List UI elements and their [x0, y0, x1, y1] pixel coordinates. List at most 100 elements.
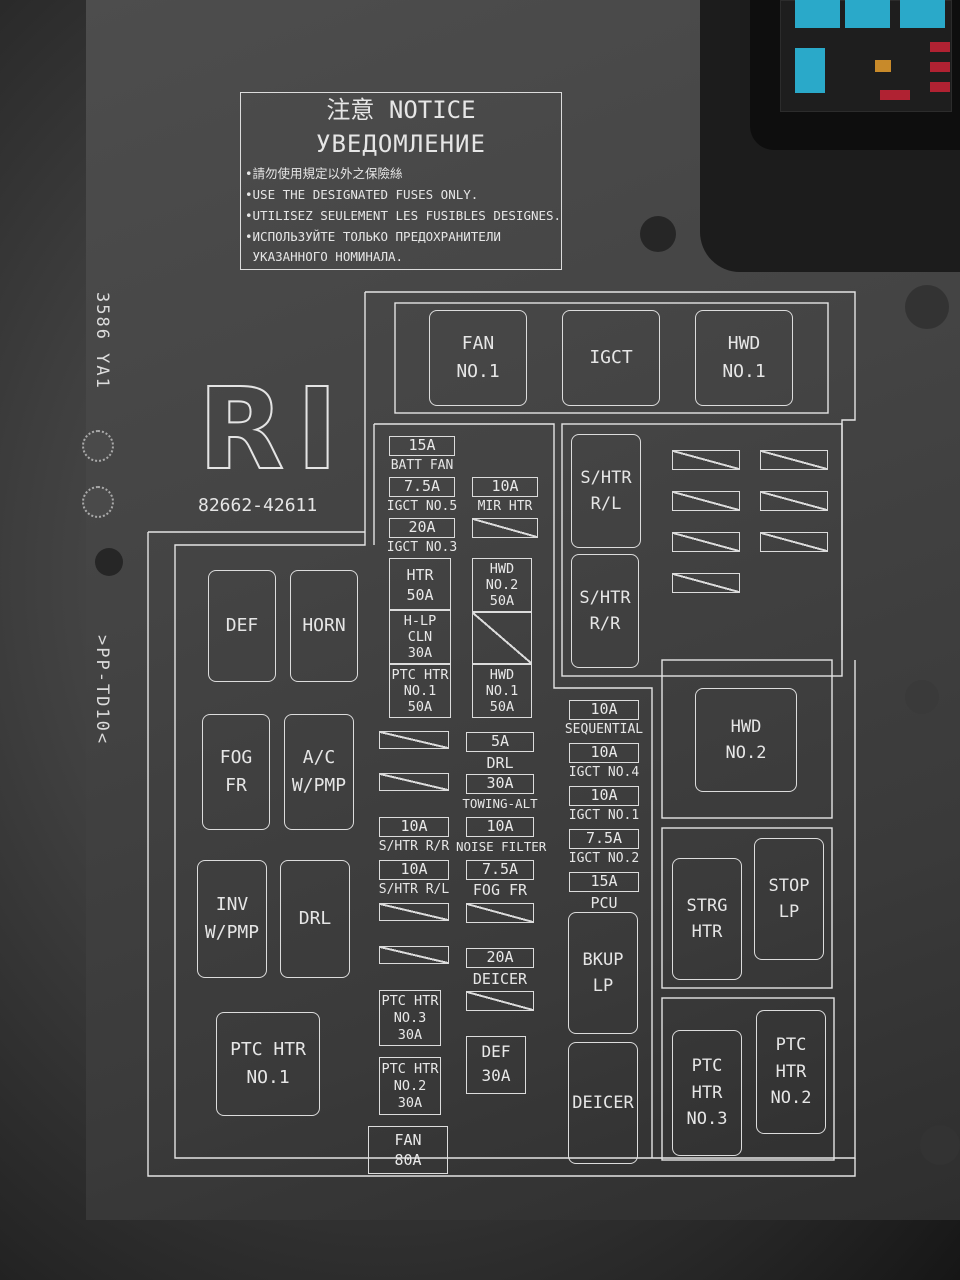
- relay-label: DRL: [298, 908, 332, 930]
- fuse-rating: 30A: [407, 645, 433, 661]
- relay-label: S/HTR: [579, 587, 631, 608]
- fuse-deicer-rating: 20A: [466, 948, 534, 968]
- fuse-rating: 30A: [397, 1095, 423, 1111]
- fuse-label: DEF: [481, 1042, 511, 1061]
- relay-ptc-htr-no2: PTC HTR NO.2: [756, 1010, 826, 1134]
- fuse-label: NO.1: [485, 683, 519, 699]
- notice-line: •UTILISEZ SEULEMENT LES FUSIBLES DESIGNE…: [245, 208, 562, 223]
- fuse-igct3-label: IGCT NO.3: [386, 540, 458, 555]
- relay-label: HORN: [302, 615, 346, 637]
- mold-pin: [905, 285, 949, 329]
- fuse-rating: 50A: [489, 699, 515, 715]
- fuse-rating: 50A: [407, 699, 433, 715]
- fuse-label: NO.2: [393, 1078, 427, 1094]
- box-code: RI: [197, 365, 350, 496]
- relay-deicer: DEICER: [568, 1042, 638, 1164]
- spare-fuse-slot: [379, 903, 449, 921]
- fuse-batt-fan-label: BATT FAN: [390, 458, 454, 473]
- part-number: 82662-42611: [198, 495, 318, 516]
- relay-label: R/R: [589, 614, 621, 634]
- fuse-igct3-rating: 20A: [389, 518, 455, 538]
- fuse-label: H-LP: [403, 613, 437, 629]
- exposed-fuse-block: [750, 0, 960, 150]
- red-fuse: [930, 62, 950, 72]
- spare-fuse-slot: [672, 573, 740, 593]
- notice-box: 注意 NOTICE УВЕДОМЛЕНИЕ •請勿使用規定以外之保險絲 •USE…: [240, 92, 562, 270]
- fuse-pcu-label: PCU: [590, 894, 618, 912]
- relay-label: HWD: [727, 333, 761, 355]
- fuse-label: HWD: [489, 561, 515, 577]
- relay-label: IGCT: [589, 347, 633, 369]
- mold-pin: [640, 216, 676, 252]
- relay-label: NO.1: [246, 1067, 290, 1088]
- relay-label: HTR: [775, 1061, 807, 1082]
- relay-label: DEF: [225, 615, 259, 637]
- relay-label: FR: [225, 775, 247, 796]
- relay-label: INV: [215, 894, 249, 916]
- relay-label: NO.1: [722, 361, 766, 382]
- fuse-towing-rating: 30A: [466, 774, 534, 794]
- mold-pin: [95, 548, 123, 576]
- fuse-rating: 50A: [489, 593, 515, 609]
- relay-shtr-rr: S/HTR R/R: [571, 554, 639, 668]
- notice-line: •ИСПОЛЬЗУЙТЕ ТОЛЬКО ПРЕДОХРАНИТЕЛИ: [245, 229, 501, 244]
- blue-fuse: [795, 0, 840, 28]
- fuse-igct5-rating: 7.5A: [389, 477, 455, 497]
- relay-def: DEF: [208, 570, 276, 682]
- fuse-fog-rating: 7.5A: [466, 860, 534, 880]
- relay-label: NO.2: [770, 1088, 812, 1109]
- fuse-label: PTC HTR: [391, 667, 449, 683]
- relay-drl: DRL: [280, 860, 350, 978]
- fuse-igct2-label: IGCT NO.2: [568, 851, 640, 866]
- fuse-batt-fan-rating: 15A: [389, 436, 455, 456]
- spare-fuse-slot: [379, 773, 449, 791]
- fuse-rating: 30A: [481, 1066, 511, 1085]
- relay-label: HTR: [691, 1082, 723, 1103]
- spare-fuse-slot: [760, 450, 828, 470]
- relay-igct: IGCT: [562, 310, 660, 406]
- relay-label: W/PMP: [204, 922, 260, 943]
- relay-label: FAN: [461, 333, 495, 355]
- fuse-mir-htr-label: MIR HTR: [477, 499, 533, 514]
- fuse-igct1-label: IGCT NO.1: [568, 808, 640, 823]
- fuse-towing-label: TOWING-ALT: [462, 796, 538, 811]
- relay-inv-wpmp: INV W/PMP: [197, 860, 267, 978]
- fuse-igct5-label: IGCT NO.5: [386, 499, 458, 514]
- fuse-label: PTC HTR: [381, 1061, 439, 1077]
- fuse-igct4-label: IGCT NO.4: [568, 765, 640, 780]
- fuse-mir-htr-rating: 10A: [472, 477, 538, 497]
- notice-line: УКАЗАННОГО НОМИНАЛА.: [245, 249, 404, 264]
- relay-label: S/HTR: [580, 467, 632, 488]
- notice-line: •請勿使用規定以外之保險絲: [245, 166, 403, 181]
- relay-horn: HORN: [290, 570, 358, 682]
- fuse-rating: 50A: [406, 586, 434, 604]
- fuse-igct2-rating: 7.5A: [569, 829, 639, 849]
- fuse-sequential-rating: 10A: [569, 700, 639, 720]
- notice-title-ru: УВЕДОМЛЕНИЕ: [316, 130, 486, 158]
- spare-fuse-slot: [466, 991, 534, 1011]
- fuse-shtr-rr-label: S/HTR R/R: [378, 839, 450, 854]
- relay-label: A/C: [302, 747, 336, 769]
- spare-fuse-slot: [466, 903, 534, 923]
- fuse-label: CLN: [407, 629, 433, 645]
- fuse-igct1-rating: 10A: [569, 786, 639, 806]
- relay-label: PTC: [691, 1056, 723, 1077]
- relay-label: STRG: [686, 895, 728, 916]
- relay-label: PTC: [775, 1035, 807, 1056]
- relay-hwd-no1: HWD NO.1: [695, 310, 793, 406]
- fuse-shtr-rl-rating: 10A: [379, 860, 449, 880]
- date-wheel-mark: [82, 486, 114, 518]
- date-wheel-mark: [82, 430, 114, 462]
- fuse-def: DEF 30A: [466, 1036, 526, 1094]
- spare-fuse-slot: [672, 532, 740, 552]
- fuse-label: HTR: [406, 566, 434, 584]
